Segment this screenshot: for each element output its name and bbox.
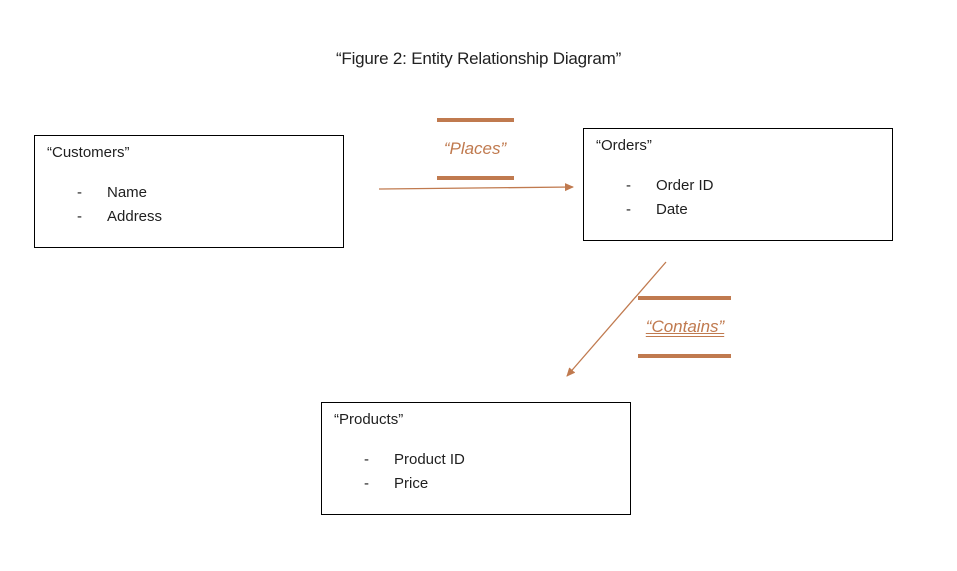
arrow-customers-to-orders [378,183,574,192]
entity-name: “Products” [334,411,404,428]
attribute-item: - Product ID [364,448,465,472]
attribute-item: - Date [626,198,714,222]
bullet-dash: - [364,451,369,468]
entity-orders: “Orders” - Order ID - Date [583,128,893,241]
bullet-dash: - [364,475,369,492]
relationship-bar-top [638,296,731,300]
bullet-dash: - [77,208,82,225]
relationship-bar-top [437,118,514,122]
attribute-list: - Name - Address [77,181,162,229]
entity-products: “Products” - Product ID - Price [321,402,631,515]
bullet-dash: - [77,184,82,201]
attribute-label: Date [656,201,688,218]
attribute-label: Order ID [656,177,714,194]
relationship-label-contains: “Contains” [625,317,745,337]
attribute-label: Price [394,475,429,492]
attribute-label: Product ID [394,451,465,468]
bullet-dash: - [626,177,631,194]
attribute-item: - Price [364,472,465,496]
relationship-label-places: “Places” [443,139,507,158]
attribute-label: Address [107,208,163,225]
attribute-list: - Order ID - Date [626,174,714,222]
bullet-dash: - [626,201,631,218]
attribute-item: - Name [77,181,162,205]
relationship-bar-bottom [638,354,731,358]
entity-name: “Customers” [47,144,130,161]
relationship-bar-bottom [437,176,514,180]
attribute-label: Name [107,184,148,201]
entity-name: “Orders” [596,137,652,154]
diagram-title: “Figure 2: Entity Relationship Diagram” [335,49,622,68]
arrow-orders-to-products [566,261,667,377]
attribute-list: - Product ID - Price [364,448,465,496]
entity-customers: “Customers” - Name - Address [34,135,344,248]
attribute-item: - Order ID [626,174,714,198]
contains-text: “Contains” [645,317,725,336]
attribute-item: - Address [77,205,162,229]
